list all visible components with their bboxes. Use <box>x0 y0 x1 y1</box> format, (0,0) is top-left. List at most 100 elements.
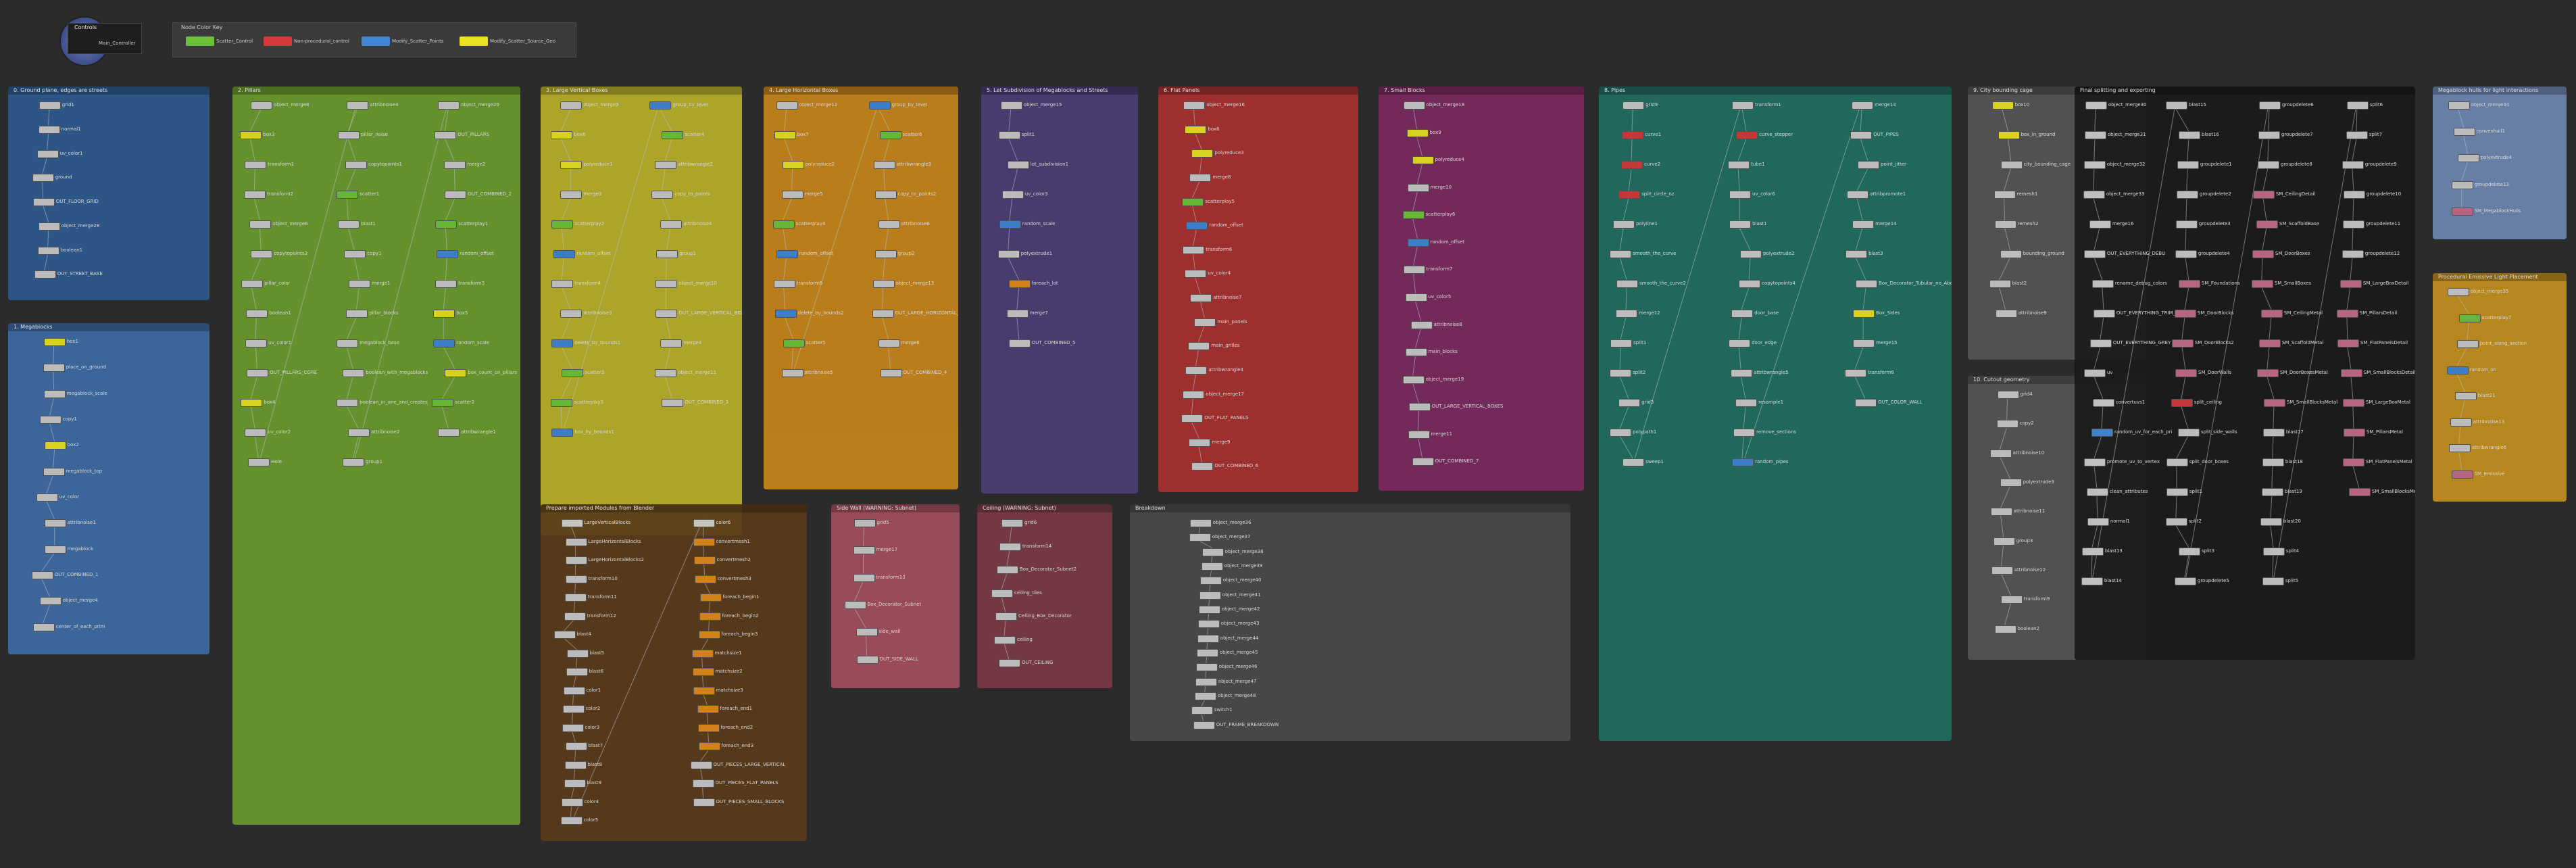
network-node[interactable] <box>2447 288 2469 296</box>
network-node[interactable] <box>1616 280 1639 288</box>
network-node[interactable] <box>1990 508 2012 516</box>
network-node[interactable] <box>1853 310 1875 318</box>
network-node[interactable] <box>853 546 875 555</box>
network-node[interactable] <box>2175 250 2197 258</box>
network-node[interactable] <box>878 220 900 228</box>
network-node[interactable] <box>1189 173 1212 182</box>
network-node[interactable] <box>1000 101 1022 110</box>
network-node[interactable] <box>697 705 719 714</box>
network-node[interactable] <box>337 339 359 347</box>
network-node[interactable] <box>2336 310 2358 318</box>
network-node[interactable] <box>694 575 716 583</box>
network-node[interactable] <box>1197 634 1219 643</box>
network-node[interactable] <box>38 125 60 134</box>
network-node[interactable] <box>445 369 467 377</box>
network-node[interactable] <box>1610 429 1632 437</box>
network-node[interactable] <box>2261 488 2283 496</box>
network-node[interactable] <box>776 250 798 258</box>
network-node[interactable] <box>1189 533 1211 542</box>
network-node[interactable] <box>2000 596 2023 604</box>
network-node[interactable] <box>2457 154 2479 163</box>
network-node[interactable] <box>776 101 798 110</box>
network-node[interactable] <box>2448 101 2470 110</box>
network-node[interactable] <box>2175 220 2198 228</box>
network-node[interactable] <box>1191 706 1213 715</box>
network-node[interactable] <box>43 338 66 346</box>
network-node[interactable] <box>2083 250 2106 258</box>
network-node[interactable] <box>565 537 587 546</box>
network-node[interactable] <box>655 310 678 318</box>
network-node[interactable] <box>2092 399 2114 407</box>
network-node[interactable] <box>692 668 714 677</box>
network-node[interactable] <box>997 250 1020 258</box>
network-node[interactable] <box>553 631 576 640</box>
network-node[interactable] <box>1616 310 1638 318</box>
network-node[interactable] <box>43 389 66 398</box>
network-node[interactable] <box>1181 414 1204 423</box>
network-node[interactable] <box>2083 458 2106 466</box>
network-node[interactable] <box>2256 369 2279 377</box>
network-node[interactable] <box>241 280 264 288</box>
network-box-title[interactable]: 7. Small Blocks <box>1379 87 1584 95</box>
network-node[interactable] <box>1613 220 1635 228</box>
network-node[interactable] <box>38 222 60 231</box>
network-node[interactable] <box>1194 318 1216 327</box>
network-node[interactable] <box>2081 577 2103 585</box>
network-node[interactable] <box>251 101 273 110</box>
network-node[interactable] <box>1403 266 1425 274</box>
network-node[interactable] <box>655 161 677 169</box>
network-node[interactable] <box>344 250 366 258</box>
network-node[interactable] <box>2262 577 2284 585</box>
network-node[interactable] <box>565 575 587 583</box>
network-box-title[interactable]: Prepare imported Modules from Blender <box>541 504 807 512</box>
network-node[interactable] <box>2171 339 2194 347</box>
network-node[interactable] <box>872 310 894 318</box>
network-node[interactable] <box>781 191 803 199</box>
network-node[interactable] <box>699 612 721 621</box>
network-node[interactable] <box>1412 458 1434 466</box>
network-node[interactable] <box>2458 314 2481 322</box>
network-node[interactable] <box>1729 191 1752 199</box>
network-node[interactable] <box>553 250 576 258</box>
network-node[interactable] <box>337 399 359 407</box>
network-node[interactable] <box>39 416 61 424</box>
network-node[interactable] <box>693 556 716 565</box>
network-node[interactable] <box>2171 399 2193 407</box>
network-node[interactable] <box>435 280 457 288</box>
network-node[interactable] <box>1193 721 1215 729</box>
network-node[interactable] <box>563 686 585 695</box>
network-node[interactable] <box>1408 403 1431 412</box>
network-node[interactable] <box>432 399 454 407</box>
network-node[interactable] <box>551 220 574 228</box>
network-node[interactable] <box>438 429 460 437</box>
network-node[interactable] <box>1736 131 1758 139</box>
network-node[interactable] <box>44 519 66 528</box>
network-node[interactable] <box>1189 438 1211 447</box>
network-node[interactable] <box>660 339 683 347</box>
network-node[interactable] <box>2346 131 2368 139</box>
network-node[interactable] <box>1007 161 1029 169</box>
network-node[interactable] <box>2000 250 2022 258</box>
network-node[interactable] <box>240 131 262 139</box>
network-node[interactable] <box>1402 211 1425 220</box>
network-node[interactable] <box>1855 399 1877 407</box>
network-node[interactable] <box>1001 191 1024 199</box>
network-node[interactable] <box>1847 191 1869 199</box>
network-box-title[interactable]: Side Wall (WARNING: Subnet) <box>831 504 960 512</box>
network-node[interactable] <box>1729 339 1751 347</box>
network-box-title[interactable]: 2. Pillars <box>232 87 520 95</box>
network-node[interactable] <box>781 369 803 377</box>
network-node[interactable] <box>2091 280 2114 288</box>
network-node[interactable] <box>1998 131 2020 139</box>
network-node[interactable] <box>1410 320 1433 329</box>
network-node[interactable] <box>2342 399 2364 407</box>
network-node[interactable] <box>1402 375 1425 384</box>
network-node[interactable] <box>564 594 587 602</box>
network-node[interactable] <box>2262 429 2285 437</box>
